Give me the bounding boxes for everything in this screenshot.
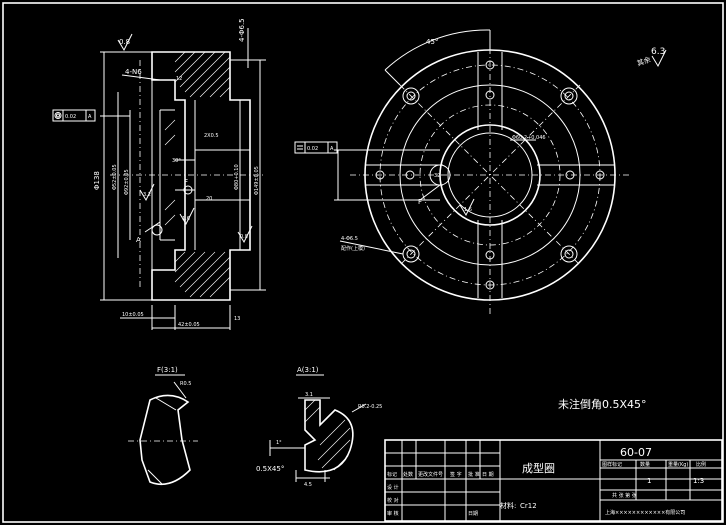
col-qty: 数量: [640, 461, 650, 468]
holes-note: 配作(上模): [341, 245, 365, 252]
part-title: 成型圈: [522, 461, 555, 475]
dia-92: Φ92±0.05: [124, 169, 130, 195]
label-a-main: A: [136, 236, 141, 244]
review-label: 审 核: [387, 510, 399, 517]
dim-13: 13: [234, 316, 240, 322]
check-label: 校 对: [387, 497, 399, 504]
design-label: 设 计: [387, 484, 399, 491]
dia-60: Φ60.2+0.046: [512, 135, 546, 141]
top-plan-view: 45° 6.3 其余 0.02 A Φ60.2+0.046 32 F 1.6 4…: [294, 29, 667, 315]
angle-45: 45°: [426, 38, 438, 46]
detail-f-title: F(3:1): [157, 366, 178, 374]
dia-149: Φ149±0.05: [254, 166, 260, 195]
dim-r12: 12: [176, 76, 182, 82]
rough-rest: 其余: [636, 55, 652, 68]
scale-value: 1:3: [693, 477, 704, 485]
angle-30: 30°: [172, 158, 181, 164]
detail-a-view: A(3:1) 3.1 R0.2-0.25 1° 0.5X45° 4.5: [256, 366, 382, 488]
detail-a-dim-bottom: 4.5: [304, 482, 312, 488]
dia-52: Φ52±0.05: [112, 164, 118, 190]
holes-label: 4-Ν6: [125, 68, 142, 76]
material-label: 材料:: [500, 501, 516, 510]
label-f-main: F: [184, 178, 188, 186]
dia-80: Φ80+0.10: [234, 164, 240, 190]
rough-16-top: 1.6: [464, 207, 472, 213]
main-section-view: 0.8 4-Φ6.5 4-Ν6 0.02 A 12 2X0.5 30° Φ138…: [52, 18, 266, 330]
rev-col-file: 更改文件号: [418, 471, 443, 478]
company-name: 上海××××××××××××有限公司: [605, 509, 685, 516]
tolerance-value-left: 0.02: [65, 114, 76, 120]
datum-top: A: [330, 146, 334, 152]
title-block: 成型圈 60-07 图样标记 数量 重量(Kg) 比例 1 1:3 共 张 第 …: [384, 439, 723, 522]
rev-col-sign: 签 字: [450, 471, 462, 478]
chamfer-05: 2X0.5: [204, 133, 219, 139]
qty-value: 1: [647, 477, 651, 485]
detail-a-radius: R0.2-0.25: [358, 404, 382, 410]
rough-32-main: 3.2: [143, 192, 151, 198]
drawing-number: 60-07: [620, 446, 652, 459]
col-weight: 重量(Kg): [668, 461, 688, 468]
detail-a-dim-top: 3.1: [305, 392, 313, 398]
col-stage: 图样标记: [602, 461, 622, 468]
rev-col-date: 日 期: [482, 472, 494, 478]
date-label: 日期: [468, 511, 478, 517]
dim-top-right: 4-Φ6.5: [238, 18, 246, 42]
dim-42: 42±0.05: [178, 322, 200, 328]
detail-a-title: A(3:1): [297, 366, 319, 374]
rough-16-main: 1.6: [182, 216, 190, 222]
datum-left: A: [88, 114, 92, 120]
detail-f-view: F(3:1) R0.5: [128, 366, 198, 486]
dim-10: 10±0.05: [122, 312, 144, 318]
rough-08b: 0.8: [240, 234, 248, 240]
detail-f-radius: R0.5: [180, 381, 191, 387]
approve-label: 批 准: [468, 471, 480, 478]
dim-20: 20: [206, 196, 212, 202]
sheet-info: 共 张 第 张: [612, 492, 637, 499]
rev-col-count: 处数: [403, 471, 413, 478]
dim-32: 32: [434, 173, 440, 179]
rev-col-mark: 标记: [387, 471, 397, 478]
material-value: Cr12: [520, 502, 537, 510]
label-f-top: F: [418, 198, 422, 206]
tolerance-value-top: 0.02: [307, 146, 318, 152]
chamfer-note: 未注倒角0.5X45°: [558, 397, 647, 411]
roughness-top: 0.8: [119, 38, 130, 46]
detail-a-angle: 1°: [276, 440, 282, 446]
holes-top: 4-Φ6.5: [341, 236, 358, 242]
col-scale: 比例: [696, 461, 706, 468]
rough-63: 6.3: [651, 47, 665, 57]
dia-138: Φ138: [93, 171, 101, 190]
detail-a-chamfer: 0.5X45°: [256, 465, 284, 473]
